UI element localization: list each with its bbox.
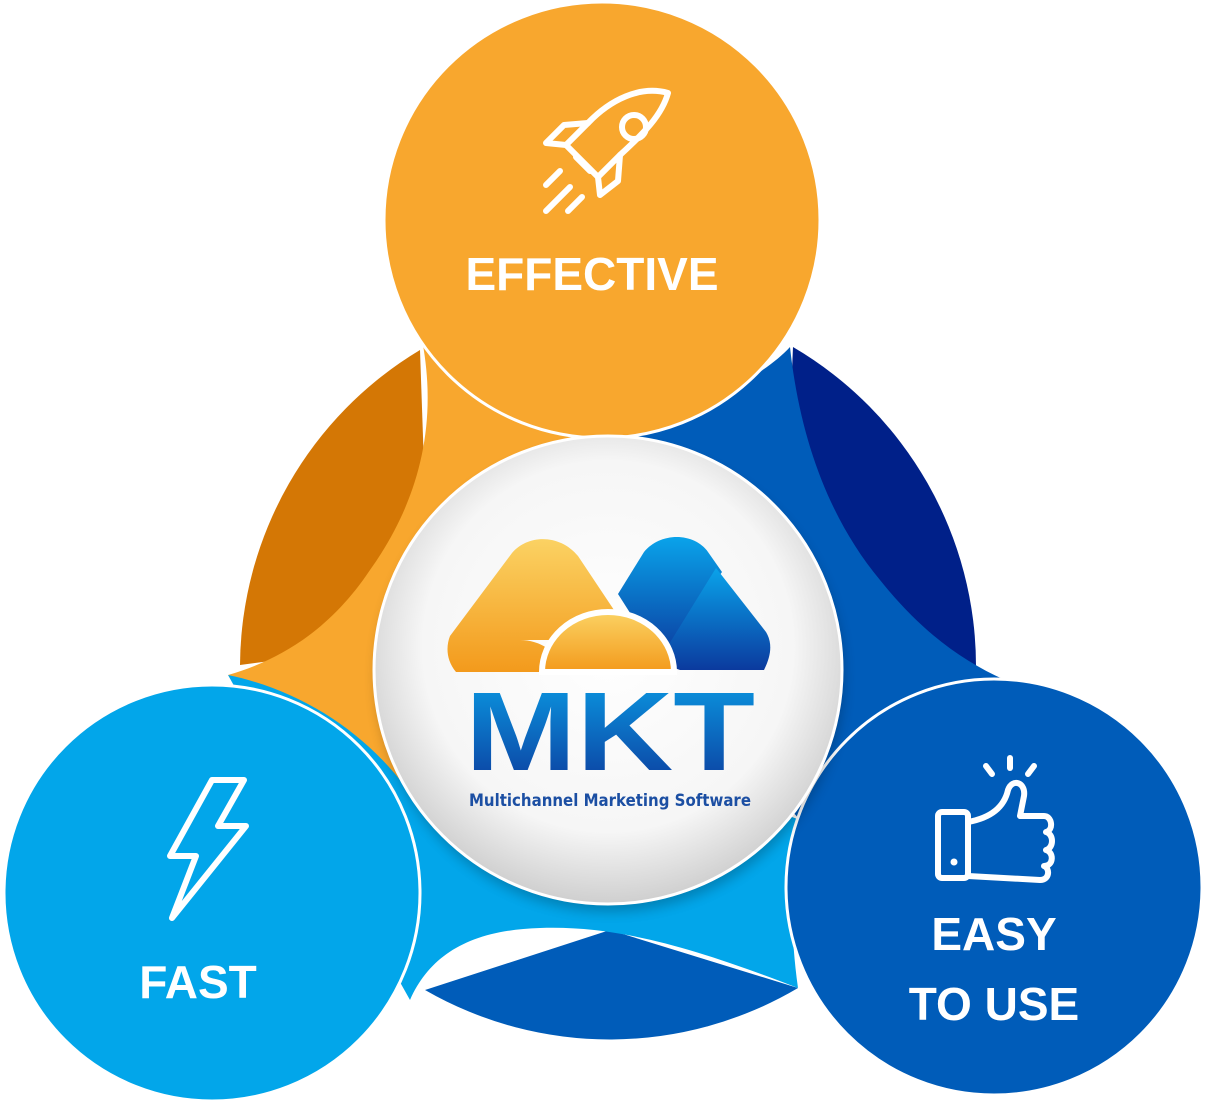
lightning-bolt-icon [167,777,249,921]
thumbs-up-icon [935,755,1055,883]
node-fast: FAST [2,683,422,1103]
logo-tagline: Multichannel Marketing Software [469,791,751,811]
mkt-mountain-sun-logo [447,537,771,675]
node-easy-to-use: EASY TO USE [784,677,1204,1097]
ring-arc-bottom [425,930,798,1040]
node-label-fast: FAST [139,956,257,1008]
rocket-icon [543,87,671,214]
node-label-easy-line1: EASY [931,908,1056,960]
center-logo: MKT Multichannel Marketing Software [372,434,844,912]
node-effective: EFFECTIVE [382,0,822,440]
logo-wordmark: MKT [465,669,755,794]
node-label-easy-line2: TO USE [909,978,1079,1030]
node-label-effective: EFFECTIVE [465,248,718,300]
